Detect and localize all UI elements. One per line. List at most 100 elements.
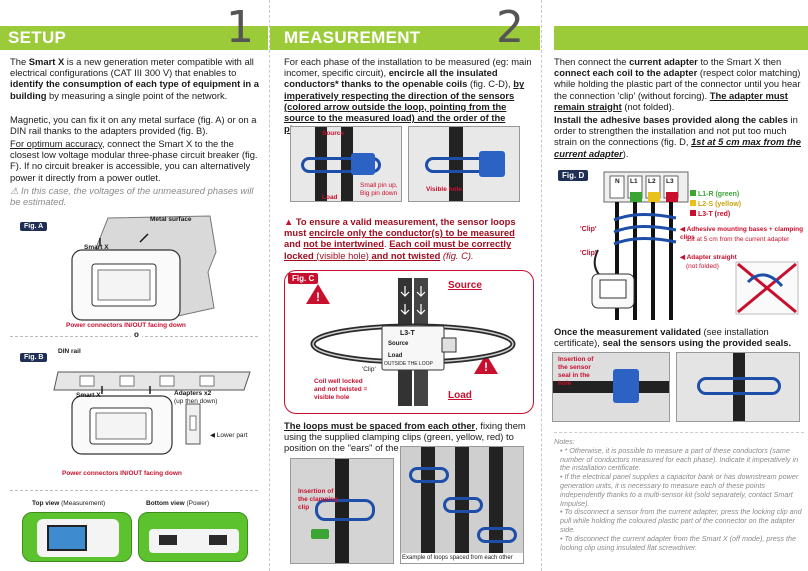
sensor-lock [479,151,505,177]
setup-column: SETUP 1 The Smart X is a new generation … [0,0,268,571]
text: For each phase of the installation to be… [284,56,532,79]
caption-strip [401,553,523,563]
text: (fig. C). [440,249,474,261]
fig-d-clip2: 'Clip' [580,250,597,257]
seal-photo-1 [552,352,670,422]
fig-a-caption: Power connectors IN/OUT facing down [66,322,186,329]
text: (fig. C-D), [467,78,514,90]
text: If the electrical panel supplies a capac… [560,472,799,508]
measurement-number: 2 [496,2,524,53]
fig-c-illustration: ! ! [306,278,516,406]
text: to the Smart X then [697,56,782,67]
sensor-lock [351,153,375,175]
or-separator: o [131,331,142,339]
text: connect each coil to the adapter [554,67,698,79]
notes-title: Notes: [554,437,575,446]
connection-adhesive: Install the adhesive bases provided alon… [554,114,804,159]
text: (respect color matching) while holding t… [554,67,801,101]
text: (visible hole) [313,249,372,261]
arrow-left-icon: ◀ [210,432,215,439]
cable [553,381,669,393]
sensor-loop [409,467,449,483]
note-item: • * Otherwise, it is possible to measure… [560,445,799,473]
text: L1-R (green) [697,191,740,198]
cable [315,127,327,201]
fig-d-mount-sub: 1st at 5 cm from the current adapter [686,236,790,243]
cable [733,353,745,421]
measurement-column: MEASUREMENT 2 For each phase of the inst… [270,0,540,571]
seal-photo-2 [676,352,800,422]
bottom-view-label: Bottom view (Power) [146,500,209,508]
svg-text:!: ! [484,360,488,374]
setup-header-bar [0,26,268,50]
fig-c-locked-label: Coil well locked and not twisted = visib… [314,378,368,401]
photo-load-label: Load [322,194,338,201]
text: and not twisted [371,249,441,261]
text: in order to strengthen the installation … [554,114,798,148]
cable [341,127,353,201]
text: (Measurement) [61,500,106,507]
text: . [384,238,390,250]
fig-c-source-label: Source [448,280,482,291]
fig-c-tag: Fig. C [288,273,319,284]
text: In this case, the voltages of the unmeas… [10,185,254,208]
text: For optimum accuracy [10,138,103,149]
text: , fixing them using the supplied clampin… [284,420,526,454]
fig-b-smartx-label: Smart X [76,392,101,399]
clamping-clip-photo [290,458,394,564]
fig-d-label-l3: L3 [666,178,674,185]
power-connector [159,535,177,545]
text: , connect the Smart X to the the closest… [10,138,258,183]
fig-d-mount-label: ◀ Adhesive mounting bases + clamping cli… [680,226,804,242]
visible-hole-label: Visible hole [426,186,463,193]
text: Adhesive mounting bases + clamping clips [680,226,804,241]
column-divider [541,0,542,571]
text: and [284,238,304,250]
connection-header [542,4,808,50]
measurement-intro: For each phase of the installation to be… [284,56,534,134]
text: (not folded). [621,100,675,112]
setup-intro: The Smart X is a new generation meter co… [10,56,262,101]
sensor-direction-photo [290,126,402,202]
note-item: • To disconnect the current adapter from… [560,533,796,552]
text: To disconnect the current adapter from t… [560,533,796,552]
setup-accuracy: For optimum accuracy, connect the Smart … [10,138,262,183]
measurement-header-bar [270,26,540,50]
connection-column: Then connect the current adapter to the … [542,0,808,571]
text: To ensure a valid measurement, the senso… [284,216,516,239]
fig-a-smartx-label: Smart X [84,244,109,251]
clip-insert-label: Insertion of the clamping clip [298,488,339,511]
arrow-left-icon: ◀ [680,226,685,233]
text: The [10,56,29,67]
device-screen [47,525,87,551]
text: encircle only the conductor(s) to be mea… [309,227,515,239]
fig-b-illustration [53,371,251,455]
text: * Otherwise, it is possible to measure a… [560,445,799,473]
text: seal the sensors using the provided seal… [602,337,792,349]
warning-icon: ⚠ [10,185,19,196]
legend-l1: L1-R (green) [690,190,739,199]
text: current adapter [629,56,698,67]
cable [449,127,463,201]
fig-b-caption: Power connectors IN/OUT facing down [62,470,182,477]
legend-l2: L2-S (yellow) [690,200,741,209]
text: Once the measurement validated [554,326,701,337]
photo-pin-label: Small pin up, Big pin down [360,182,398,197]
notes-section: Notes: • * Otherwise, it is possible to … [554,437,804,553]
text: 1st at 5 cm max from the current adapter [554,136,801,159]
setup-number: 1 [226,2,254,53]
text: Adapter straight [686,254,737,261]
fig-d-clip1: 'Clip' [580,226,597,233]
cable [489,447,503,563]
legend-swatch [690,210,696,216]
legend-swatch [690,190,696,196]
notes-list: • * Otherwise, it is possible to measure… [554,445,804,553]
text: L3-T (red) [697,211,731,218]
arrow-left-icon: ◀ [680,254,685,261]
fig-d-straight-sub: (not folded) [686,263,719,270]
fig-a-illustration [71,215,217,321]
visible-hole-photo [408,126,520,202]
sensor-lock [613,369,639,403]
column-divider [269,0,270,571]
text: encircle all the insulated conductors* t… [284,67,498,90]
